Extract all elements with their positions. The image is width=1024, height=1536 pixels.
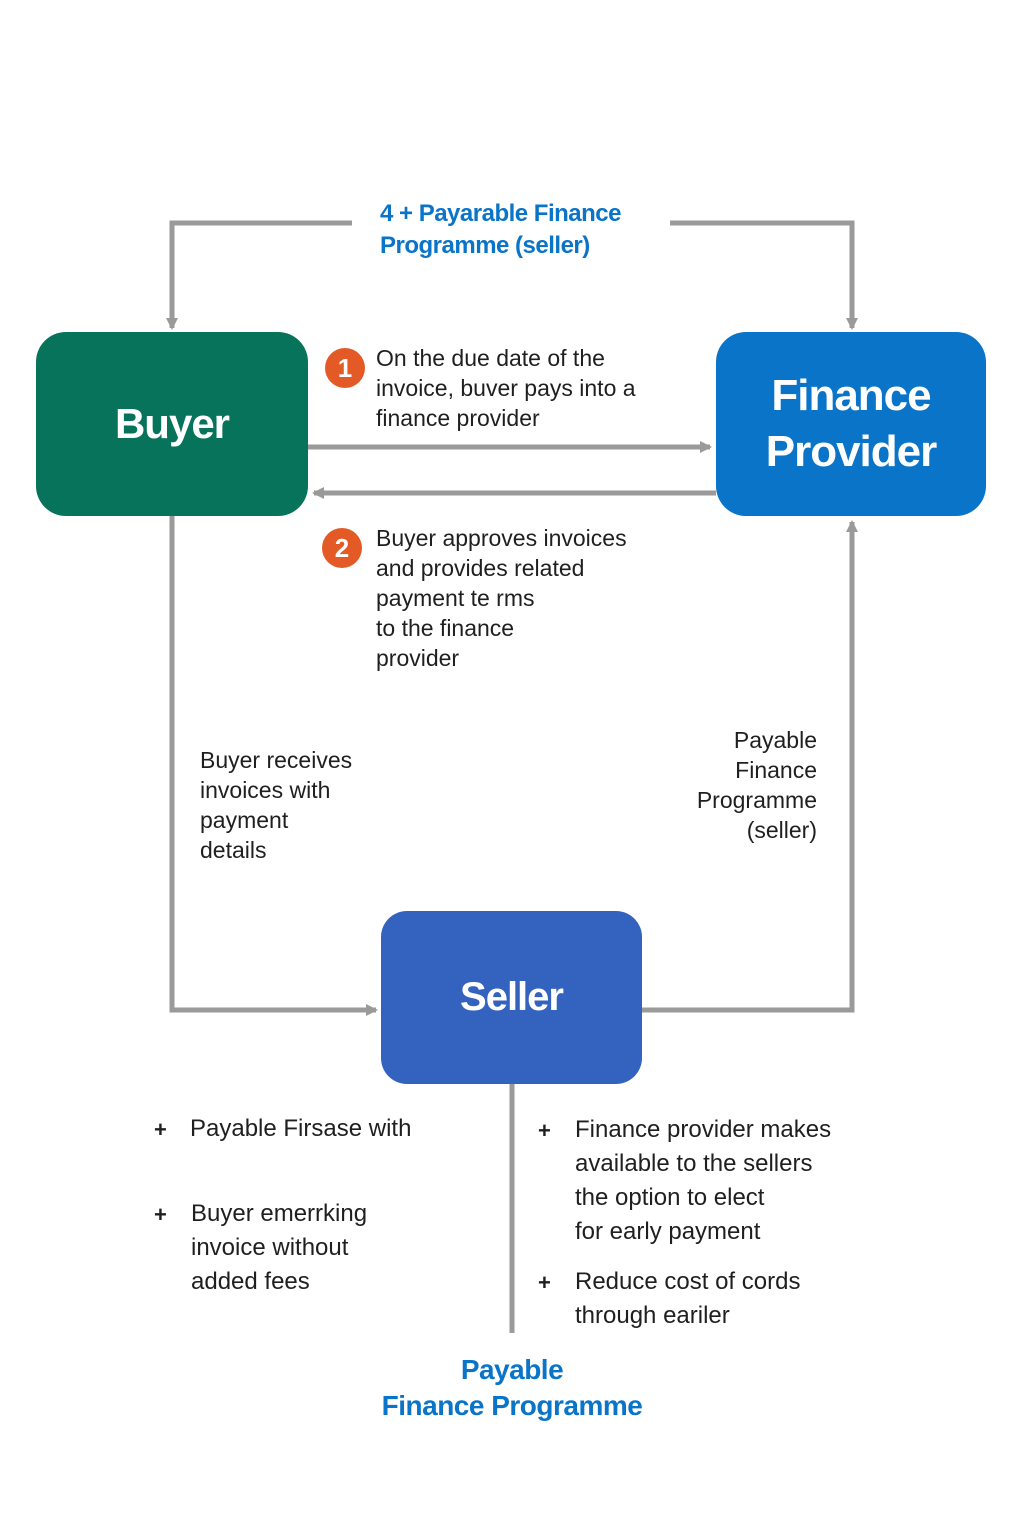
buyer-node: Buyer <box>36 332 308 516</box>
step-2-badge: 2 <box>322 528 362 568</box>
right-bullet-1-symbol: + <box>538 1118 551 1143</box>
left-bullet-2-text: Buyer emerrking invoice without added fe… <box>191 1200 368 1295</box>
finance-provider-node: Finance Provider <box>716 332 986 516</box>
step-1-badge: 1 <box>325 348 365 388</box>
step-2-text: Buyer approves invoices and provides rel… <box>376 525 627 671</box>
arrow-top-to-buyer <box>166 220 352 330</box>
right-bullet-1-text: Finance provider makes available to the … <box>575 1116 832 1245</box>
right-bullet-2-text: Reduce cost of cords through eariler <box>575 1268 801 1329</box>
left-bullet-1-text: Payable Firsase with <box>190 1115 412 1142</box>
seller-node: Seller <box>381 911 642 1084</box>
arrow-buyer-to-seller <box>169 516 378 1016</box>
bottom-programme-title: Payable Finance Programme <box>381 1354 643 1421</box>
left-bullet-1-symbol: + <box>154 1117 167 1142</box>
left-bullet-2-symbol: + <box>154 1202 167 1227</box>
finance-provider-label: Finance Provider <box>765 371 938 476</box>
top-programme-title: 4 + Payarable Finance Programme (seller) <box>380 200 621 259</box>
arrow-top-to-provider <box>670 220 858 330</box>
seller-to-provider-label: Payable Finance Programme (seller) <box>696 727 817 843</box>
seller-label: Seller <box>460 975 564 1019</box>
buyer-label: Buyer <box>114 400 230 447</box>
step-1-text: On the due date of the invoice, buver pa… <box>376 345 636 431</box>
buyer-to-seller-label: Buyer receives invoices with payment det… <box>200 747 353 863</box>
right-bullet-2-symbol: + <box>538 1270 551 1295</box>
arrow-seller-to-provider <box>642 520 858 1013</box>
